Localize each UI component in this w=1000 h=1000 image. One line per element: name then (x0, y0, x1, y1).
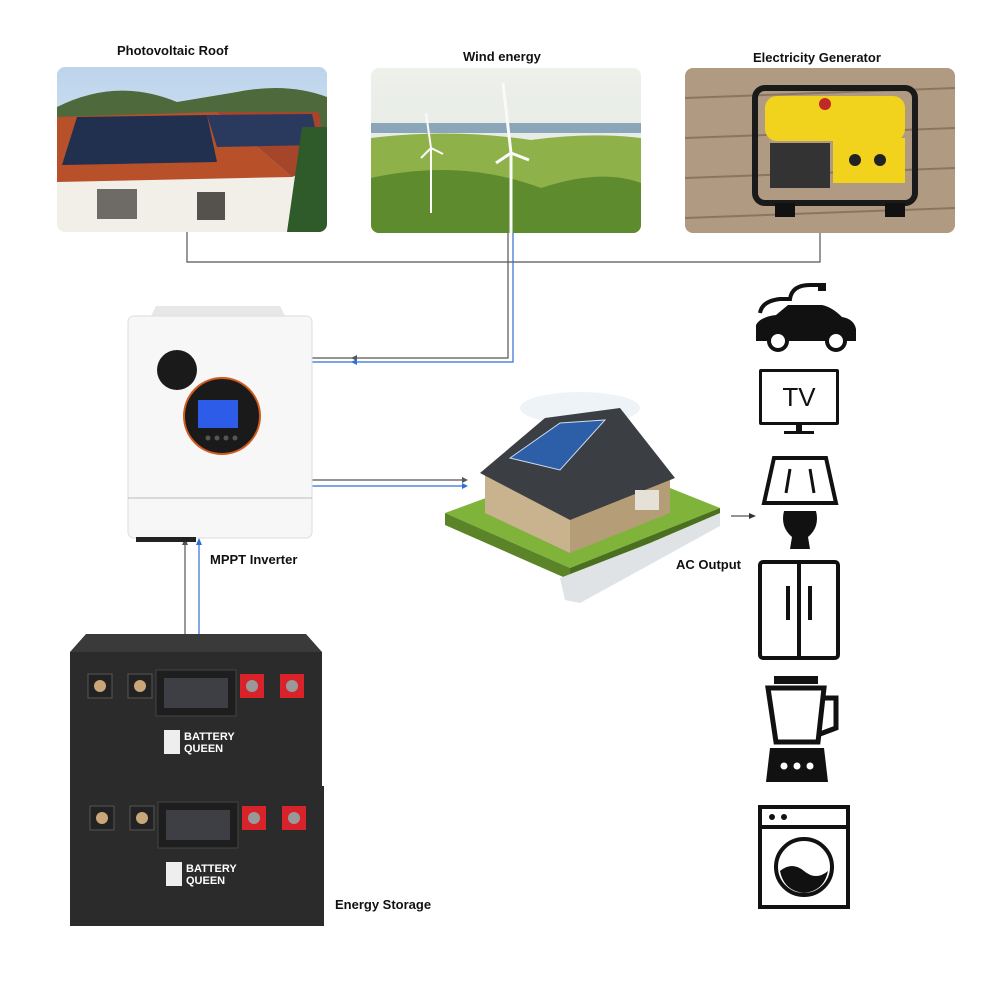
battery-brand-2: BATTERY QUEEN (186, 863, 237, 887)
tv-text: TV (759, 369, 839, 425)
brand-line-2: QUEEN (186, 875, 226, 887)
washing-machine-icon (758, 805, 850, 909)
photovoltaic-roof-image (57, 67, 327, 232)
brand-line-1: BATTERY (184, 731, 235, 743)
brand-line-2: QUEEN (184, 743, 224, 755)
battery-module-1: BATTERY QUEEN (68, 634, 324, 786)
ac-output-label: AC Output (676, 557, 741, 572)
generator-label: Electricity Generator (753, 50, 881, 65)
battery-brand-1: BATTERY QUEEN (184, 731, 235, 755)
mppt-inverter (122, 304, 317, 544)
house-illustration (440, 378, 725, 608)
mppt-inverter-label: MPPT Inverter (210, 552, 298, 567)
lamp-icon (761, 456, 839, 549)
energy-storage-label: Energy Storage (335, 897, 432, 912)
electric-car-icon (756, 283, 856, 352)
refrigerator-icon (758, 560, 840, 660)
photovoltaic-roof-label: Photovoltaic Roof (117, 43, 229, 58)
electricity-generator-image (685, 68, 955, 233)
battery-module-2: BATTERY QUEEN (70, 786, 324, 926)
wind-energy-image (371, 68, 641, 233)
brand-line-1: BATTERY (186, 863, 237, 875)
tv-icon: TV (759, 369, 839, 434)
wind-energy-label: Wind energy (463, 49, 541, 64)
blender-icon (765, 676, 839, 782)
